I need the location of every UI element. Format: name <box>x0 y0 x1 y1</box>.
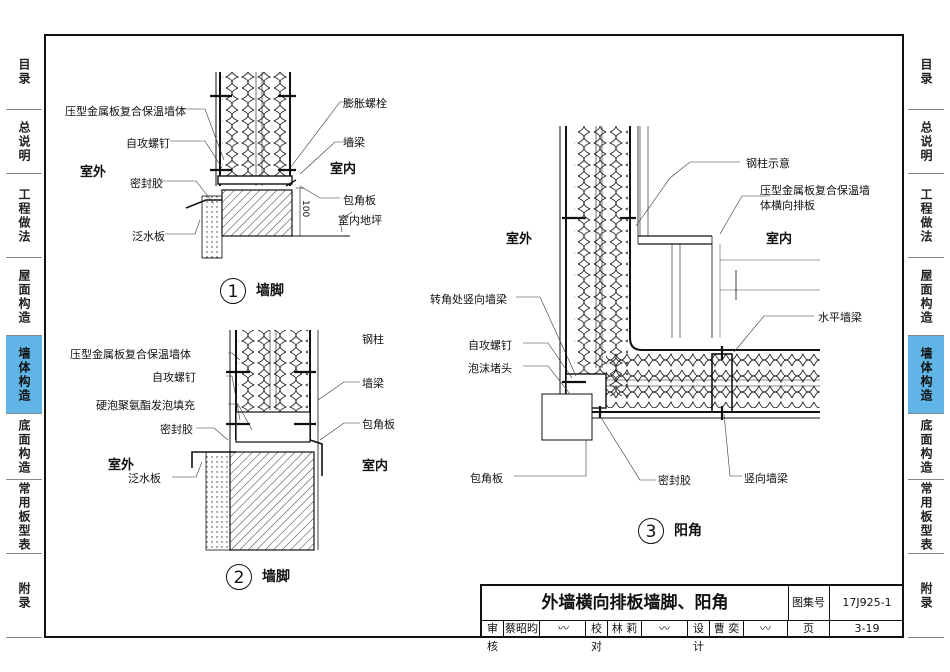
d1-dimension: 100 <box>300 200 310 218</box>
d3-plug-label: 泡沫堵头 <box>468 362 512 375</box>
page-number: 3-19 <box>854 622 880 635</box>
d3-panel-label: 压型金属板复合保温墙体横向排板 <box>760 184 870 212</box>
d1-bolt-label: 膨胀螺栓 <box>343 97 387 110</box>
left-tab-5[interactable]: 底面构造 <box>6 414 42 480</box>
left-nav-tabs: 目录总说明工程做法屋面构造墙体构造底面构造常用板型表附录 <box>6 34 42 638</box>
design-label: 设计 <box>688 620 710 653</box>
d2-outside-label: 室外 <box>108 458 135 473</box>
right-tab-3[interactable]: 屋面构造 <box>908 258 944 336</box>
right-tab-0[interactable]: 目录 <box>908 34 944 110</box>
reviewer-signature: 〰︎ <box>540 620 586 638</box>
d1-number: 1 <box>220 278 246 304</box>
d3-vbeam-corner-label: 转角处竖向墙梁 <box>430 293 507 306</box>
d2-inside-label: 室内 <box>362 459 389 474</box>
right-tab-1[interactable]: 总说明 <box>908 110 944 174</box>
d1-beam-label: 墙梁 <box>343 136 365 149</box>
left-tab-6[interactable]: 常用板型表 <box>6 480 42 554</box>
d2-caption-text: 墙脚 <box>262 569 290 585</box>
left-tab-4[interactable]: 墙体构造 <box>6 336 42 414</box>
drawing-title: 外墙横向排板墙脚、阳角 <box>482 586 789 620</box>
d3-number: 3 <box>638 518 664 544</box>
d2-flashing-label: 泛水板 <box>128 472 161 485</box>
detail-1-drawing <box>160 72 360 259</box>
d1-inside-label: 室内 <box>330 162 357 177</box>
checker-name: 林 莉 <box>608 620 642 638</box>
d1-caption: 1 墙脚 <box>220 278 284 304</box>
drawing-frame <box>44 34 904 638</box>
right-nav-tabs: 目录总说明工程做法屋面构造墙体构造底面构造常用板型表附录 <box>908 34 944 638</box>
designer-name: 曹 奕 <box>710 620 744 638</box>
d2-panel-label: 压型金属板复合保温墙体 <box>70 348 191 361</box>
d1-caption-text: 墙脚 <box>256 283 284 299</box>
d2-beam-label: 墙梁 <box>362 377 384 390</box>
detail-3-drawing <box>514 126 820 481</box>
right-tab-5[interactable]: 底面构造 <box>908 414 944 480</box>
detail-2-drawing <box>172 330 360 551</box>
d1-floor-label: 室内地坪 <box>338 214 382 227</box>
d1-sealant-label: 密封胶 <box>130 177 163 190</box>
review-label: 审核 <box>482 620 504 653</box>
right-tab-4[interactable]: 墙体构造 <box>908 336 944 414</box>
d2-corner-label: 包角板 <box>362 418 395 431</box>
checker-signature: 〰︎ <box>642 620 688 638</box>
d3-vbeam-label: 竖向墙梁 <box>744 472 788 485</box>
atlas-label: 图集号 <box>788 586 830 620</box>
d1-corner-label: 包角板 <box>343 194 376 207</box>
left-tab-7[interactable]: 附录 <box>6 554 42 638</box>
d2-column-label: 钢柱 <box>362 333 384 346</box>
d3-hbeam-label: 水平墙梁 <box>818 311 862 324</box>
left-tab-3[interactable]: 屋面构造 <box>6 258 42 336</box>
right-tab-2[interactable]: 工程做法 <box>908 174 944 258</box>
page-label: 页 <box>788 620 830 638</box>
check-label: 校对 <box>586 620 608 653</box>
d2-number: 2 <box>226 564 252 590</box>
d2-foam-label: 硬泡聚氨酯发泡填充 <box>96 399 195 412</box>
d3-inside-label: 室内 <box>766 232 793 247</box>
right-tab-6[interactable]: 常用板型表 <box>908 480 944 554</box>
reviewer-name: 蔡昭昀 <box>504 620 540 638</box>
d3-sealant-label: 密封胶 <box>658 474 691 487</box>
d3-screw-label: 自攻螺钉 <box>468 339 512 352</box>
d2-sealant-label: 密封胶 <box>160 423 193 436</box>
right-tab-7[interactable]: 附录 <box>908 554 944 638</box>
d1-panel-label: 压型金属板复合保温墙体 <box>65 105 186 118</box>
d2-screw-label: 自攻螺钉 <box>152 371 196 384</box>
d1-outside-label: 室外 <box>80 165 107 180</box>
d1-screw-label: 自攻螺钉 <box>126 137 170 150</box>
d3-caption: 3 阳角 <box>638 518 702 544</box>
d3-corner-label: 包角板 <box>470 472 503 485</box>
d2-caption: 2 墙脚 <box>226 564 290 590</box>
title-block: 外墙横向排板墙脚、阳角 图集号 17J925-1 审核 蔡昭昀 〰︎ 校对 林 … <box>480 584 904 653</box>
left-tab-0[interactable]: 目录 <box>6 34 42 110</box>
atlas-number: 17J925-1 <box>842 596 892 609</box>
d1-flashing-label: 泛水板 <box>132 230 165 243</box>
d3-outside-label: 室外 <box>506 232 533 247</box>
d3-column-label: 钢柱示意 <box>746 157 790 170</box>
left-tab-2[interactable]: 工程做法 <box>6 174 42 258</box>
left-tab-1[interactable]: 总说明 <box>6 110 42 174</box>
designer-signature: 〰︎ <box>744 620 788 638</box>
d3-caption-text: 阳角 <box>674 523 702 539</box>
